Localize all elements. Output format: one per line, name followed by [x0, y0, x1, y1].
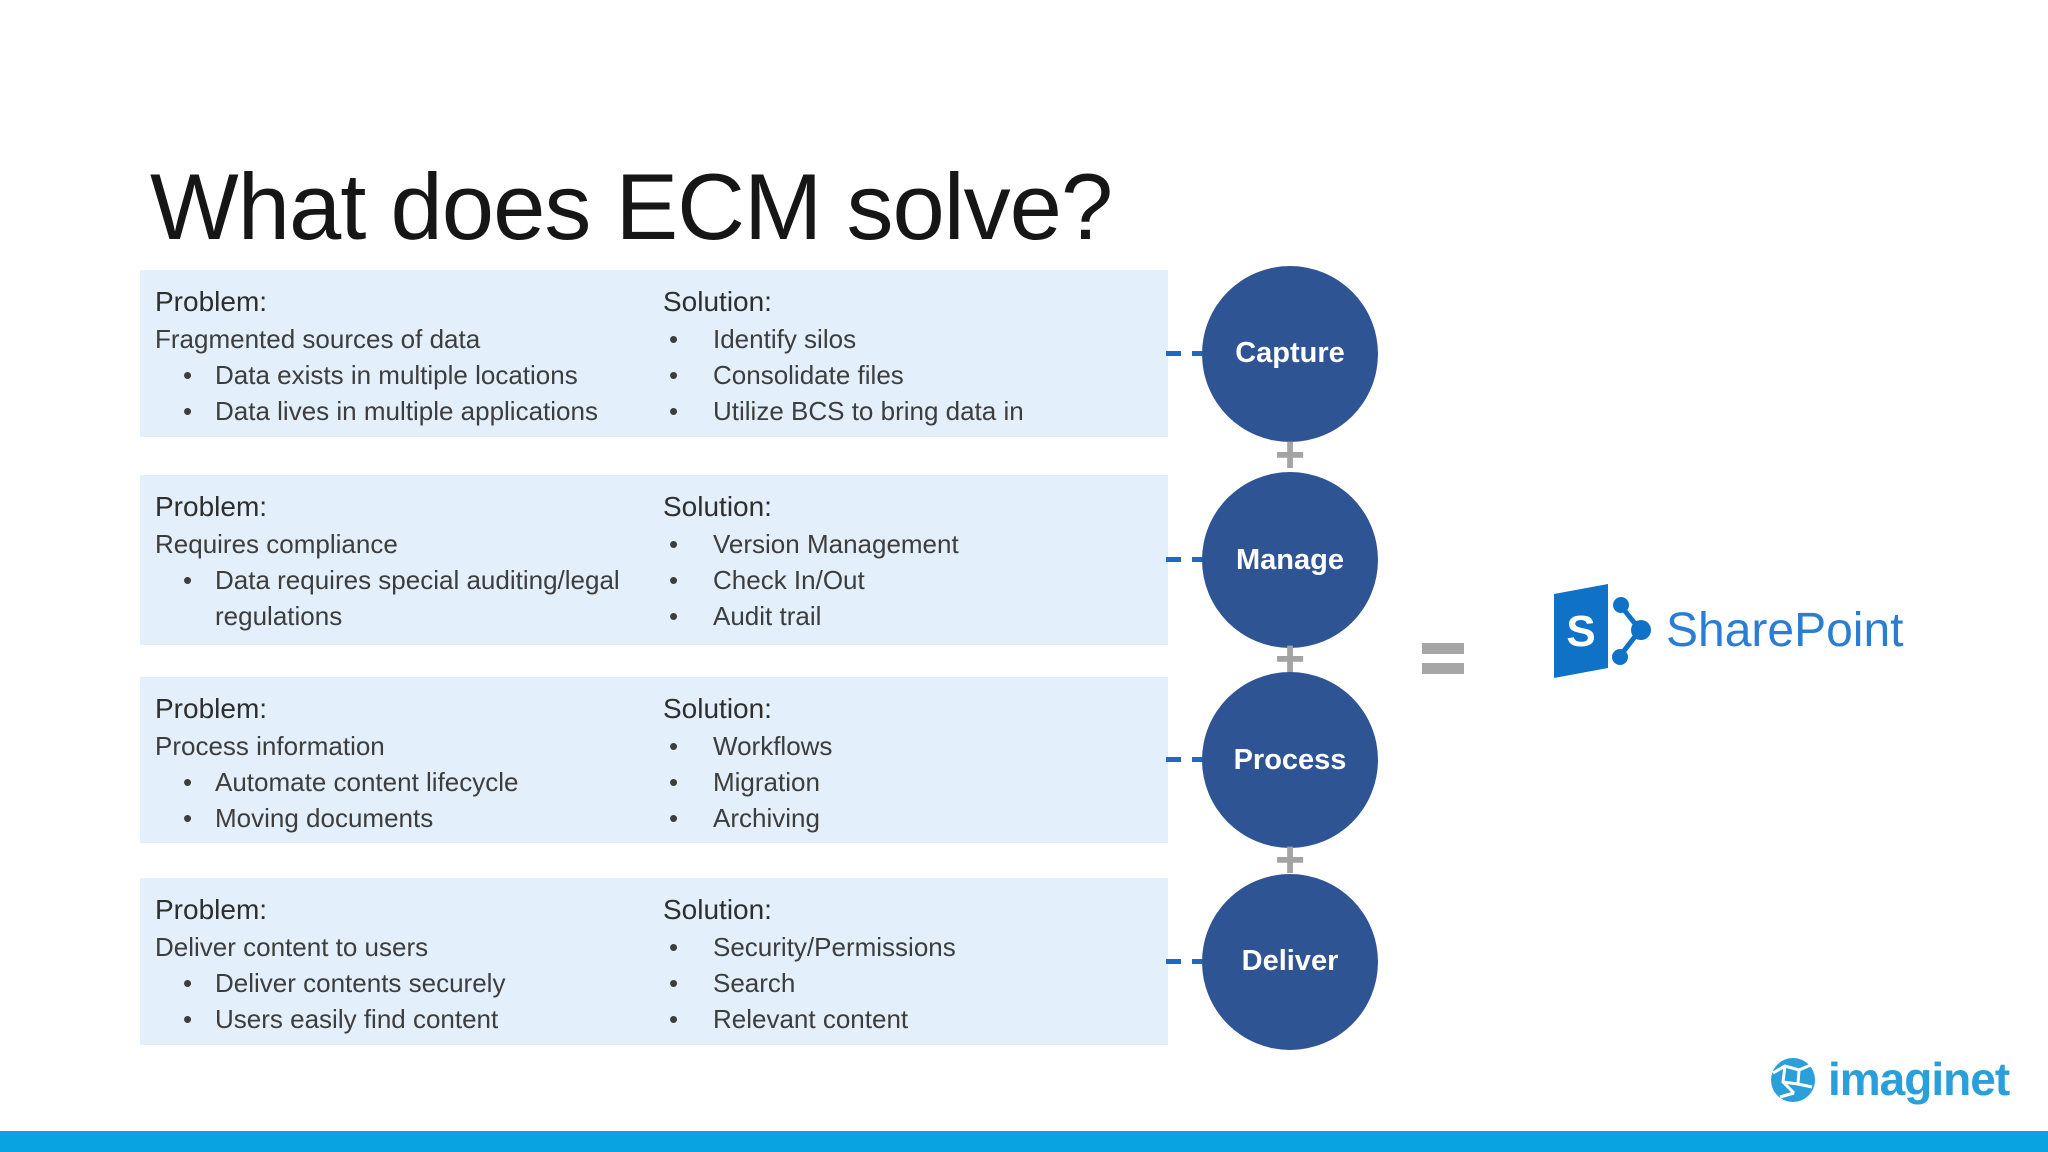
problem-bullets: Automate content lifecycle Moving docume… — [155, 764, 660, 836]
solution-label: Solution: — [663, 491, 772, 522]
problem-bullet: Deliver contents securely — [155, 965, 660, 1001]
solution-bullet: Consolidate files — [663, 357, 1158, 393]
dashed-connector — [1166, 350, 1212, 356]
problem-label: Problem: — [155, 491, 268, 522]
plus-icon: + — [1274, 831, 1306, 889]
problem-column: Problem: Process information Automate co… — [155, 690, 660, 836]
solution-bullet: Identify silos — [663, 321, 1158, 357]
problem-bullet: Data exists in multiple locations — [155, 357, 660, 393]
problem-solution-panel: Problem: Deliver content to users Delive… — [140, 878, 1168, 1045]
problem-summary: Deliver content to users — [155, 932, 429, 962]
slide-title: What does ECM solve? — [150, 153, 1113, 259]
problem-solution-panel: Problem: Process information Automate co… — [140, 677, 1168, 843]
imaginet-wordmark: imaginet — [1828, 1053, 2010, 1105]
bottom-accent-bar — [0, 1131, 2048, 1152]
problem-bullets: Deliver contents securely Users easily f… — [155, 965, 660, 1037]
solution-bullets: Security/Permissions Search Relevant con… — [663, 929, 1158, 1037]
solution-bullet: Utilize BCS to bring data in — [663, 393, 1158, 429]
sharepoint-wordmark: SharePoint — [1666, 603, 1904, 657]
problem-bullet: Data lives in multiple applications — [155, 393, 660, 429]
equals-icon — [1422, 643, 1464, 683]
solution-bullets: Workflows Migration Archiving — [663, 728, 1158, 836]
problem-bullet: Users easily find content — [155, 1001, 660, 1037]
problem-column: Problem: Deliver content to users Delive… — [155, 891, 660, 1037]
problem-bullet: Data requires special auditing/legal reg… — [155, 562, 660, 634]
dashed-connector — [1166, 958, 1212, 964]
problem-summary: Fragmented sources of data — [155, 324, 481, 354]
stage-circle-process: Process — [1202, 672, 1378, 848]
dashed-connector — [1166, 757, 1212, 762]
sharepoint-icon: S — [1554, 584, 1651, 678]
solution-bullet: Migration — [663, 764, 1158, 800]
equals-bar — [1422, 663, 1464, 674]
problem-column: Problem: Fragmented sources of data Data… — [155, 283, 660, 429]
stage-label: Process — [1233, 743, 1347, 776]
row-capture: Problem: Fragmented sources of data Data… — [0, 265, 2048, 442]
solution-column: Solution: Identify silos Consolidate fil… — [663, 283, 1158, 429]
solution-column: Solution: Security/Permissions Search Re… — [663, 891, 1158, 1037]
solution-bullets: Version Management Check In/Out Audit tr… — [663, 526, 1158, 634]
solution-bullet: Workflows — [663, 728, 1158, 764]
problem-bullets: Data exists in multiple locations Data l… — [155, 357, 660, 429]
stage-circle-manage: Manage — [1202, 472, 1378, 648]
imaginet-logo: imaginet — [1768, 1052, 2010, 1106]
plus-icon: + — [1274, 630, 1306, 688]
problem-bullets: Data requires special auditing/legal reg… — [155, 562, 660, 634]
equals-bar — [1422, 643, 1464, 654]
solution-bullet: Security/Permissions — [663, 929, 1158, 965]
stage-circle-capture: Capture — [1202, 265, 1378, 442]
solution-label: Solution: — [663, 693, 772, 724]
sharepoint-logo: S SharePoint — [1548, 580, 1904, 680]
solution-bullets: Identify silos Consolidate files Utilize… — [663, 321, 1158, 429]
problem-summary: Requires compliance — [155, 529, 398, 559]
problem-solution-panel: Problem: Fragmented sources of data Data… — [140, 270, 1168, 437]
row-deliver: Problem: Deliver content to users Delive… — [0, 873, 2048, 1050]
solution-bullet: Archiving — [663, 800, 1158, 836]
solution-bullet: Check In/Out — [663, 562, 1158, 598]
problem-solution-panel: Problem: Requires compliance Data requir… — [140, 475, 1168, 645]
problem-label: Problem: — [155, 286, 268, 317]
solution-column: Solution: Workflows Migration Archiving — [663, 690, 1158, 836]
problem-bullet: Automate content lifecycle — [155, 764, 660, 800]
problem-bullet: Moving documents — [155, 800, 660, 836]
solution-bullet: Relevant content — [663, 1001, 1158, 1037]
solution-label: Solution: — [663, 286, 772, 317]
dashed-connector — [1166, 557, 1212, 562]
solution-bullet: Audit trail — [663, 598, 1158, 634]
row-process: Problem: Process information Automate co… — [0, 672, 2048, 848]
stage-label: Deliver — [1241, 945, 1339, 977]
stage-label: Manage — [1236, 543, 1344, 576]
solution-column: Solution: Version Management Check In/Ou… — [663, 488, 1158, 634]
sharepoint-icon-letter: S — [1566, 607, 1595, 656]
problem-column: Problem: Requires compliance Data requir… — [155, 488, 660, 634]
problem-label: Problem: — [155, 894, 268, 925]
solution-bullet: Version Management — [663, 526, 1158, 562]
solution-bullet: Search — [663, 965, 1158, 1001]
stage-circle-deliver: Deliver — [1202, 873, 1378, 1050]
problem-label: Problem: — [155, 693, 268, 724]
solution-label: Solution: — [663, 894, 772, 925]
stage-label: Capture — [1235, 337, 1345, 369]
plus-icon: + — [1274, 426, 1306, 484]
globe-icon — [1771, 1058, 1815, 1102]
row-manage: Problem: Requires compliance Data requir… — [0, 472, 2048, 648]
problem-summary: Process information — [155, 731, 385, 761]
